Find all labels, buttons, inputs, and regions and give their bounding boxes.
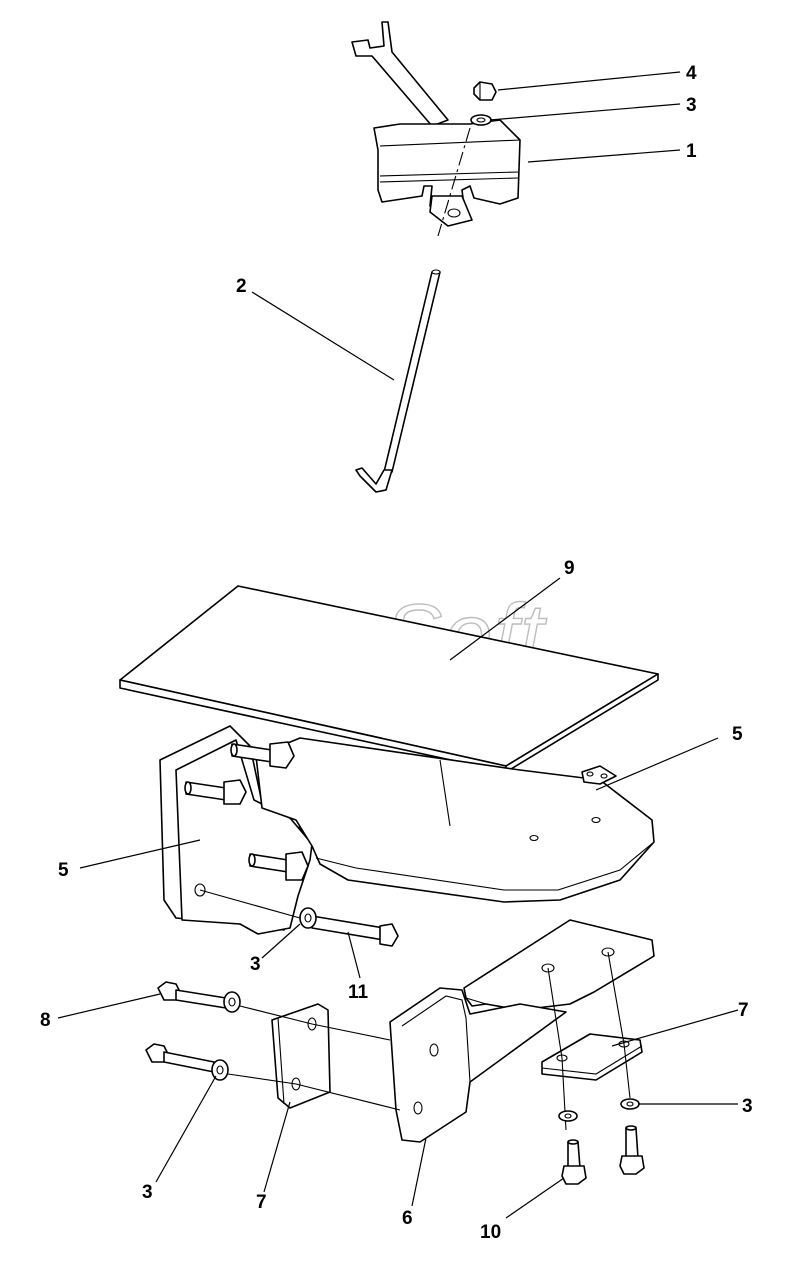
callout-3: 3 — [742, 1096, 753, 1117]
callout-9: 9 — [564, 558, 575, 579]
callout-5: 5 — [732, 724, 743, 745]
bolts-right — [547, 951, 645, 1185]
callout-2: 2 — [236, 276, 247, 297]
leader-lines — [57, 71, 739, 1219]
callout-8: 8 — [40, 1010, 51, 1031]
callouts: 4 3 1 2 9 5 5 3 11 8 7 3 3 7 6 10 — [40, 63, 753, 1243]
callout-4: 4 — [686, 63, 697, 84]
callout-5: 5 — [58, 860, 69, 881]
callout-7: 7 — [738, 1000, 749, 1021]
part-5-mounting-plate — [159, 725, 655, 947]
callout-1: 1 — [686, 141, 697, 162]
bolts-left — [145, 981, 401, 1111]
part-1-upper-bracket — [351, 21, 521, 237]
callout-6: 6 — [402, 1208, 413, 1229]
callout-3: 3 — [686, 95, 697, 116]
callout-7: 7 — [256, 1192, 267, 1213]
callout-11: 11 — [348, 982, 369, 1003]
callout-3: 3 — [250, 954, 261, 975]
part-7-small-plate-left — [271, 1003, 331, 1109]
part-9-sheet — [119, 585, 659, 773]
callout-3: 3 — [142, 1182, 153, 1203]
part-2-rod — [355, 269, 441, 493]
callout-10: 10 — [480, 1222, 501, 1243]
part-6-lower-bracket — [389, 919, 655, 1143]
